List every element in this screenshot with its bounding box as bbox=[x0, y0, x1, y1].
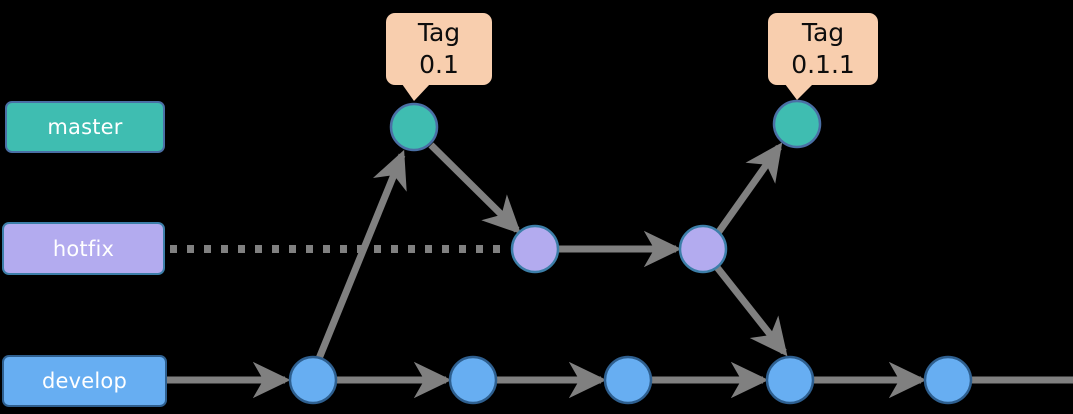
commit-node-master-1[interactable] bbox=[389, 102, 439, 152]
commit-node-develop-2[interactable] bbox=[448, 355, 498, 405]
commit-node-develop-4[interactable] bbox=[765, 355, 815, 405]
commit-node-hotfix-1[interactable] bbox=[510, 224, 560, 274]
tag-callout-0-1[interactable]: Tag 0.1 bbox=[386, 13, 492, 85]
commit-node-master-2[interactable] bbox=[772, 99, 822, 149]
edge-m1-to-h1 bbox=[428, 142, 521, 234]
tag-tail-0-1 bbox=[402, 84, 430, 101]
tag-callout-0-1-line2: 0.1 bbox=[419, 50, 459, 79]
commit-node-develop-5[interactable] bbox=[923, 355, 973, 405]
branch-label-master[interactable]: master bbox=[5, 101, 165, 153]
tag-callout-0-1-line1: Tag bbox=[417, 18, 461, 47]
branch-label-hotfix-text: hotfix bbox=[52, 236, 115, 261]
branch-label-develop[interactable]: develop bbox=[2, 355, 167, 407]
edge-h2-to-m2 bbox=[715, 142, 783, 236]
tag-tail-0-1-1 bbox=[785, 84, 813, 100]
branch-label-hotfix[interactable]: hotfix bbox=[2, 222, 165, 275]
tag-callout-0-1-1-line1: Tag bbox=[801, 18, 845, 47]
edge-d1-to-m1 bbox=[314, 149, 407, 363]
commit-node-hotfix-2[interactable] bbox=[678, 224, 728, 274]
commit-node-develop-1[interactable] bbox=[288, 355, 338, 405]
branch-label-master-text: master bbox=[47, 115, 123, 139]
edge-h2-to-d4 bbox=[713, 263, 788, 357]
tag-callout-0-1-1[interactable]: Tag 0.1.1 bbox=[768, 13, 878, 85]
commit-node-develop-3[interactable] bbox=[603, 355, 653, 405]
tag-callout-0-1-1-line2: 0.1.1 bbox=[791, 50, 855, 79]
branch-label-develop-text: develop bbox=[41, 369, 127, 393]
